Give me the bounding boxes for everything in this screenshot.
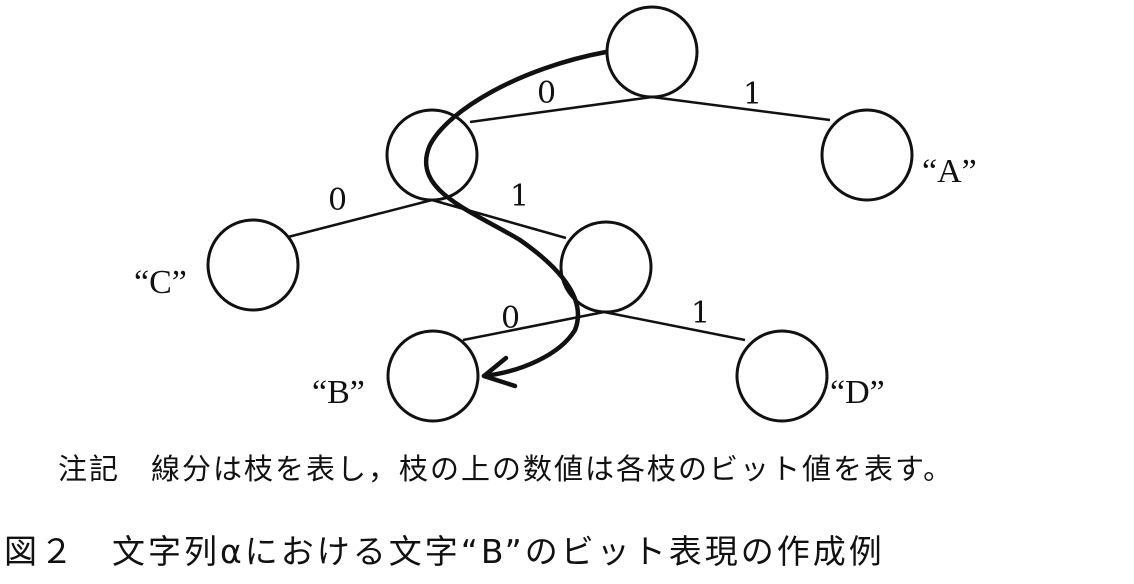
leaf-label-a: “A”	[922, 153, 977, 190]
bit-label-n1-right: 1	[510, 179, 529, 214]
diagram-note: 注記 線分は枝を表し，枝の上の数値は各枝のビット値を表す。	[58, 452, 955, 486]
bit-label-n2-left: 0	[501, 301, 520, 336]
bit-label-root-right: 1	[743, 77, 762, 112]
traversal-path-arrow	[423, 49, 609, 379]
edge-n1-left	[287, 198, 433, 239]
leaf-label-b: “B”	[312, 374, 365, 411]
leaf-label-d: “D”	[830, 374, 885, 411]
node-level1	[385, 108, 479, 202]
leaf-label-c: “C”	[134, 264, 187, 301]
node-level2	[559, 220, 653, 314]
bit-label-n2-right: 1	[691, 296, 710, 331]
edge-root-left	[469, 95, 653, 124]
node-leaf-b	[386, 329, 480, 423]
node-leaf-a	[820, 108, 914, 202]
edge-n2-left	[462, 310, 605, 342]
bit-label-root-left: 0	[537, 76, 556, 111]
edge-n2-right	[603, 310, 746, 342]
arrowhead-icon	[481, 355, 518, 389]
binary-tree-diagram: 0 1 0 1 0 1 “A” “C” “B” “D”	[134, 5, 977, 423]
bit-label-n1-left: 0	[328, 183, 347, 218]
node-leaf-d	[735, 329, 829, 423]
edge-root-right	[651, 95, 831, 122]
node-leaf-c	[206, 218, 300, 312]
edge-n1-right	[431, 198, 567, 240]
node-root	[605, 5, 699, 99]
figure-caption: 図２ 文字列αにおける文字“B”のビット表現の作成例	[4, 532, 885, 571]
